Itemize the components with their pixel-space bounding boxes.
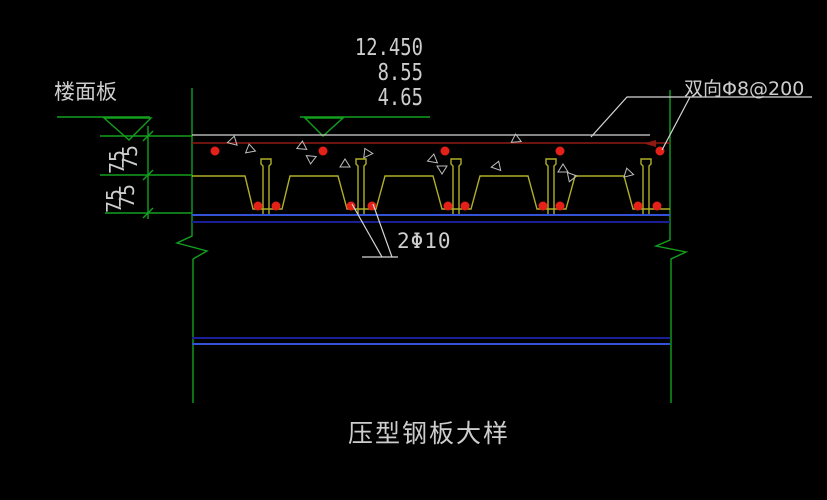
drawing-title: 压型钢板大样 — [348, 419, 511, 448]
elevation-marker-middle — [300, 116, 430, 137]
concrete-aggregate-symbols — [226, 133, 635, 183]
dimension-tick-icon — [142, 130, 154, 142]
dimension-chain — [100, 126, 192, 219]
bottom-bars-leader — [351, 203, 398, 258]
elevation-marker-left — [57, 116, 153, 141]
shear-studs — [260, 158, 652, 216]
elevation-triangle-icon — [303, 117, 345, 137]
trough-rebar-dots — [253, 201, 662, 211]
floor-slab-label: 楼面板 — [54, 80, 117, 104]
elevation-value: 12.450 — [354, 35, 423, 61]
mesh-rebar-label: 双向Φ8@200 — [684, 78, 805, 100]
left-wall-line — [174, 88, 209, 403]
rebar-arrow-icon — [644, 140, 656, 147]
mesh-label-leader — [590, 96, 812, 151]
dimension-tick-icon — [142, 169, 154, 181]
elevation-value: 4.65 — [377, 85, 423, 111]
bottom-bars-label: 2Φ10 — [397, 229, 452, 253]
elevation-triangle-icon — [102, 117, 153, 141]
elevation-value: 8.55 — [377, 60, 423, 86]
dimension-value: 75 — [105, 149, 129, 175]
deck-profile — [192, 175, 670, 210]
dimension-value: 75 — [102, 188, 126, 214]
rebar-dots-top — [210, 146, 665, 156]
dimension-tick-icon — [142, 207, 154, 219]
beam-bottom-flange-lines — [192, 337, 670, 345]
right-wall-line — [653, 90, 689, 403]
beam-top-flange-lines — [192, 214, 670, 223]
rebar-mesh-line — [192, 140, 670, 147]
elevation-values: 12.450 8.55 4.65 — [339, 36, 423, 111]
